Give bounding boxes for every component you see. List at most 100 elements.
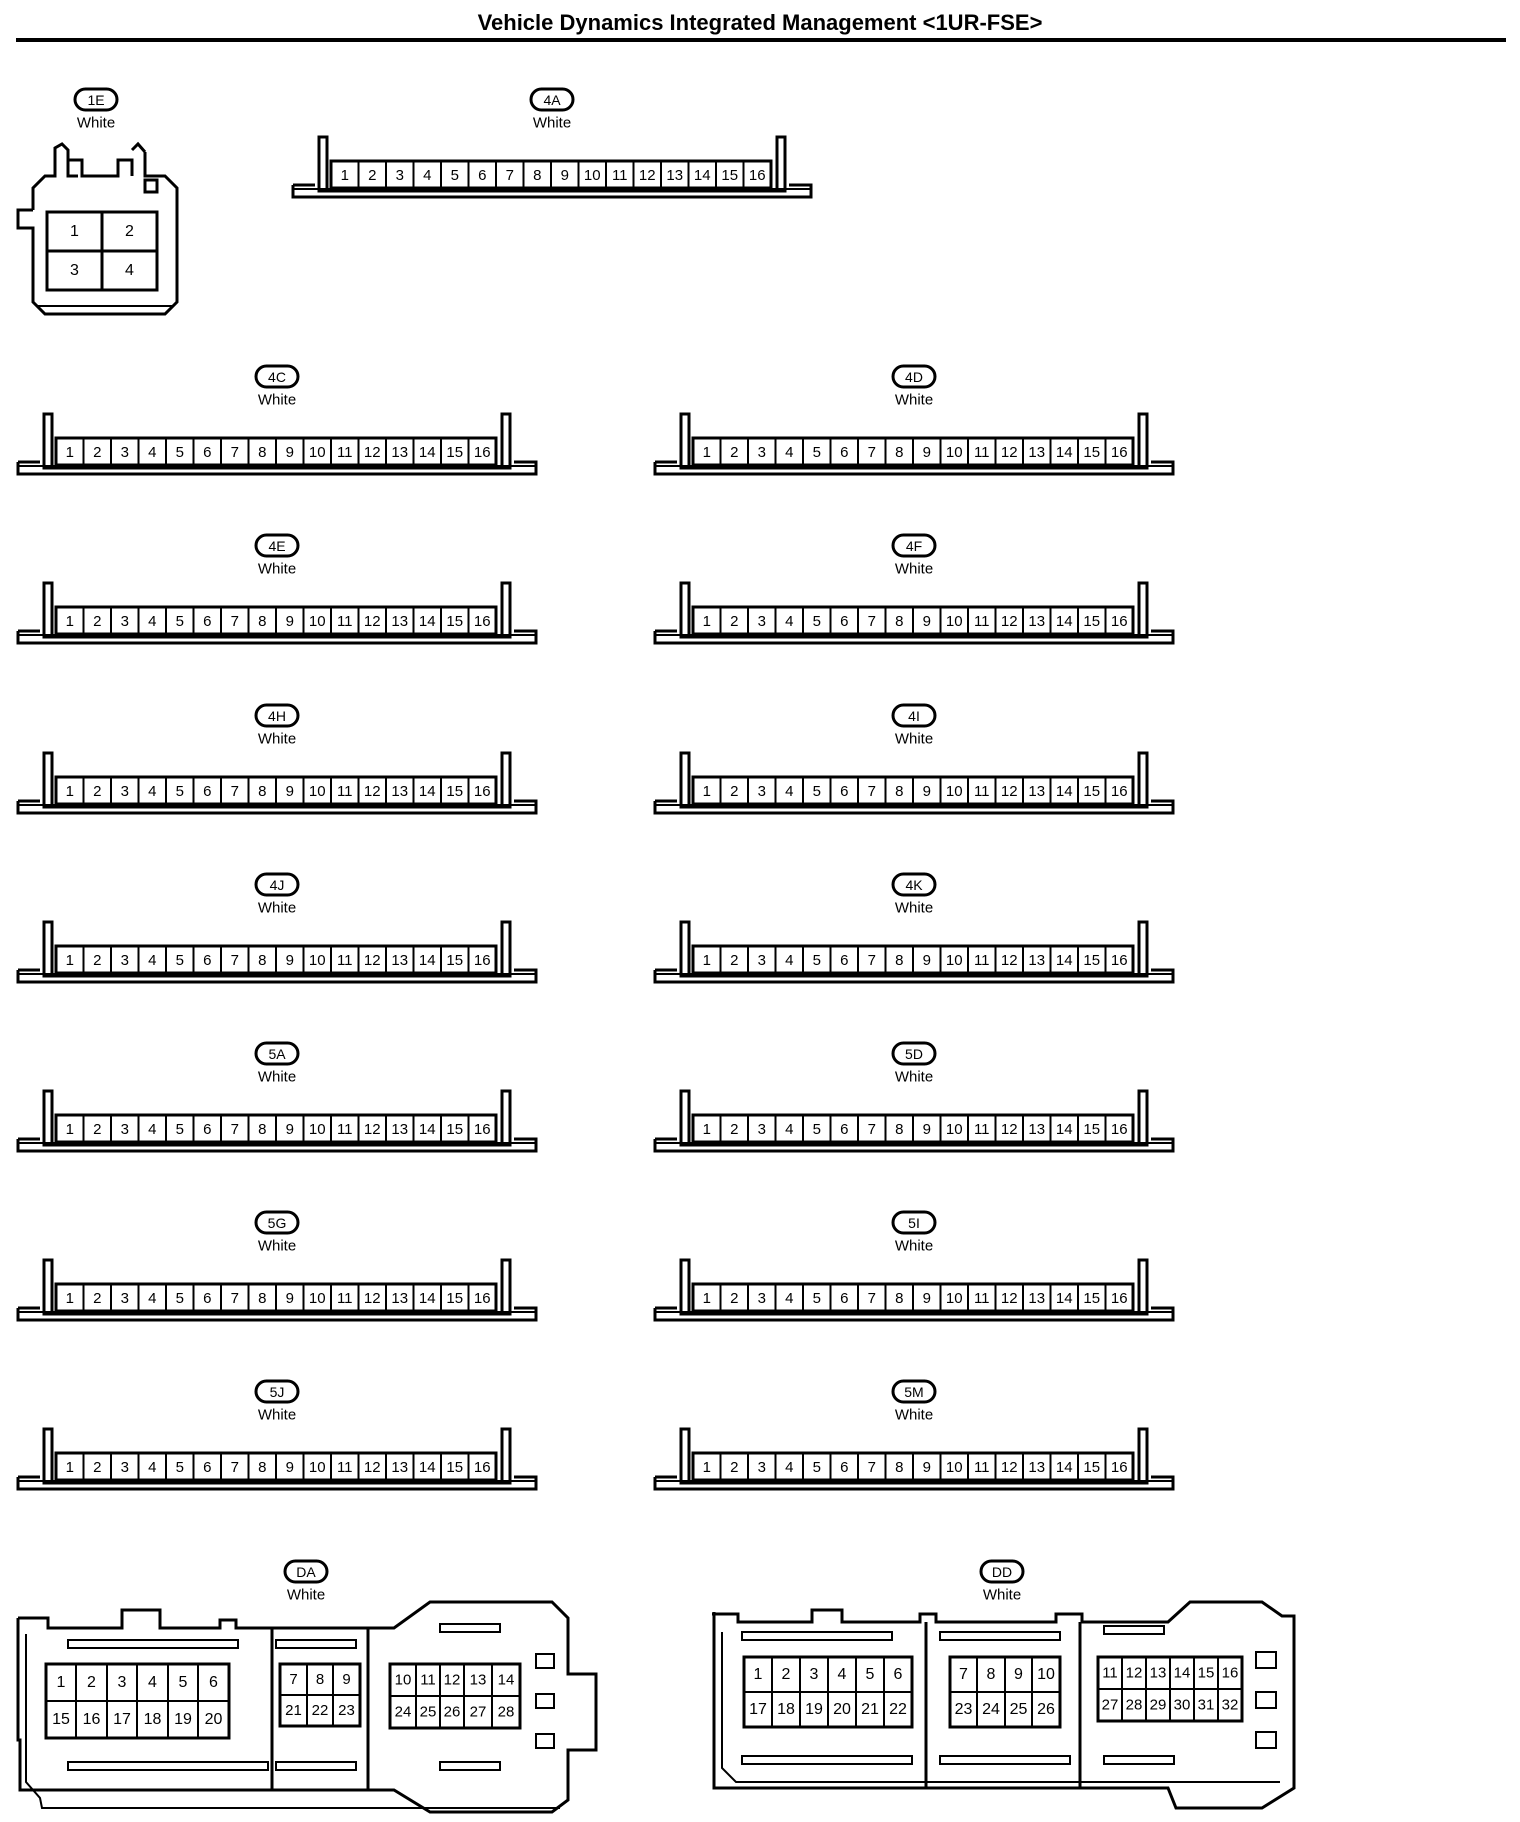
pin-16: 16 (1111, 1121, 1128, 1138)
pin-10: 10 (946, 1290, 963, 1307)
connector-id: 4D (905, 369, 923, 385)
pin-11: 11 (974, 613, 990, 630)
pin-9: 9 (286, 1121, 294, 1138)
pin-9: 9 (286, 613, 294, 630)
pin-14: 14 (419, 1290, 436, 1307)
connector-color-label: White (258, 1069, 296, 1086)
pin-15: 15 (446, 783, 463, 800)
pin-9: 9 (923, 783, 931, 800)
pin-6: 6 (894, 1666, 903, 1683)
pin-7: 7 (231, 952, 239, 969)
pin-3: 3 (121, 1459, 129, 1476)
pin-14: 14 (1056, 952, 1073, 969)
pin-4: 4 (148, 1674, 157, 1691)
pin-12: 12 (444, 1672, 461, 1689)
pin-3: 3 (121, 1290, 129, 1307)
pin-13: 13 (391, 613, 408, 630)
pin-5: 5 (813, 1290, 821, 1307)
connector-color-label: White (895, 392, 933, 409)
pin-7: 7 (868, 1459, 876, 1476)
pin-11: 11 (337, 444, 353, 461)
pin-3: 3 (121, 952, 129, 969)
pin-16: 16 (474, 444, 491, 461)
pin-16: 16 (1111, 444, 1128, 461)
pin-6: 6 (203, 1121, 211, 1138)
pin-13: 13 (1028, 952, 1045, 969)
connector-color-label: White (258, 561, 296, 578)
pin-9: 9 (923, 952, 931, 969)
pin-30: 30 (1174, 1697, 1191, 1714)
pin-14: 14 (1056, 783, 1073, 800)
pin-15: 15 (721, 167, 738, 184)
connector-id-badge: DD (979, 1559, 1025, 1584)
connector-id-badge: 5A (254, 1041, 300, 1066)
pin-4: 4 (785, 444, 793, 461)
pin-1: 1 (754, 1666, 763, 1683)
pin-7: 7 (231, 1121, 239, 1138)
pin-11: 11 (337, 952, 353, 969)
connector-id-badge: 4J (254, 872, 300, 897)
pin-5: 5 (176, 783, 184, 800)
pin-2: 2 (87, 1674, 96, 1691)
connector-id-badge: 1E (73, 87, 119, 112)
pin-5: 5 (813, 444, 821, 461)
pin-8: 8 (895, 1290, 903, 1307)
pin-15: 15 (52, 1711, 70, 1728)
pin-26: 26 (1037, 1701, 1055, 1718)
connector-id: 5J (270, 1384, 285, 1400)
pin-13: 13 (391, 952, 408, 969)
pin-9: 9 (923, 444, 931, 461)
pin-8: 8 (895, 783, 903, 800)
pin-7: 7 (868, 1290, 876, 1307)
pin-1: 1 (70, 223, 79, 240)
pin-8: 8 (258, 952, 266, 969)
pin-10: 10 (309, 1121, 326, 1138)
pin-9: 9 (342, 1671, 350, 1688)
connector-id: 4H (268, 708, 286, 724)
pin-4: 4 (785, 1290, 793, 1307)
pin-10: 10 (309, 1290, 326, 1307)
pin-22: 22 (312, 1702, 329, 1719)
pin-16: 16 (474, 783, 491, 800)
pin-15: 15 (1083, 952, 1100, 969)
title-rule (16, 38, 1506, 42)
connector-id: 4I (908, 708, 920, 724)
pin-8: 8 (895, 444, 903, 461)
connector-color-label: White (287, 1587, 325, 1604)
pin-15: 15 (1083, 1121, 1100, 1138)
pin-4: 4 (125, 262, 134, 279)
pin-7: 7 (959, 1666, 968, 1683)
pin-6: 6 (840, 444, 848, 461)
pin-7: 7 (231, 613, 239, 630)
connector-id-badge: 4A (529, 87, 575, 112)
pin-6: 6 (840, 613, 848, 630)
pin-2: 2 (125, 223, 134, 240)
pin-4: 4 (148, 952, 156, 969)
connector-id: 4F (906, 538, 922, 554)
pin-5: 5 (176, 1121, 184, 1138)
pin-11: 11 (337, 613, 353, 630)
pin-16: 16 (749, 167, 766, 184)
pin-17: 17 (749, 1701, 767, 1718)
connector-id: 4K (905, 877, 923, 893)
pin-4: 4 (148, 1459, 156, 1476)
pin-12: 12 (1001, 952, 1018, 969)
pin-6: 6 (478, 167, 486, 184)
pin-12: 12 (639, 167, 656, 184)
pin-4: 4 (785, 1459, 793, 1476)
pin-12: 12 (1001, 613, 1018, 630)
connector-color-label: White (77, 115, 115, 132)
pin-12: 12 (1001, 783, 1018, 800)
pin-15: 15 (446, 1459, 463, 1476)
pin-27: 27 (1102, 1697, 1119, 1714)
pin-7: 7 (868, 952, 876, 969)
pin-2: 2 (730, 613, 738, 630)
pin-8: 8 (895, 613, 903, 630)
pin-10: 10 (946, 783, 963, 800)
pin-31: 31 (1198, 1697, 1215, 1714)
pin-10: 10 (309, 952, 326, 969)
connector-id-badge: 5I (891, 1210, 937, 1235)
